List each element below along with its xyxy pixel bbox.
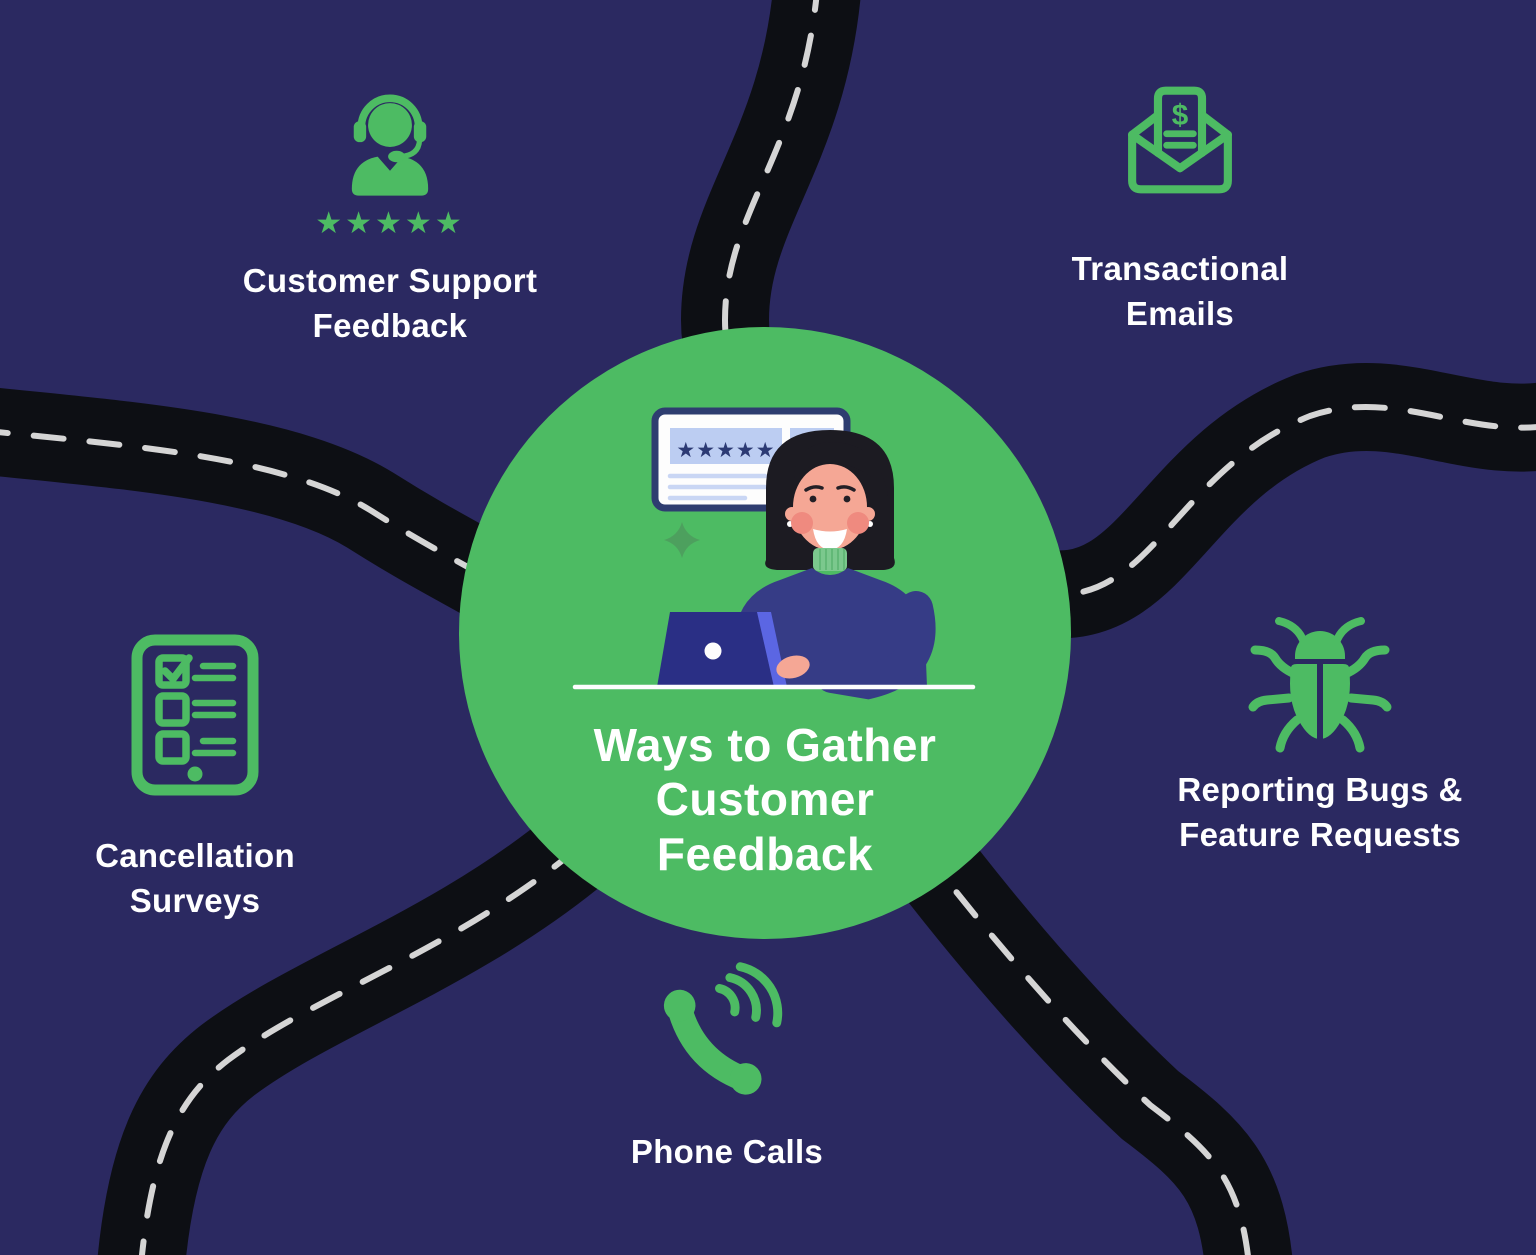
item-label: Phone Calls: [630, 1133, 824, 1170]
road-bottom-left: [97, 813, 607, 1255]
center-illustration: ★★★★★: [459, 327, 1071, 939]
phone-handset-icon: [663, 962, 783, 1095]
item-customer-support-feedback: ★★★★★ Customer Support Feedback: [230, 88, 550, 349]
item-phone-calls: Phone Calls: [577, 960, 877, 1175]
support-agent-headset-icon: [351, 94, 429, 196]
bug-icon: [1248, 617, 1392, 753]
rating-stars: ★★★★★: [315, 206, 465, 241]
item-label: Transactional Emails: [1071, 250, 1289, 332]
sound-waves: [715, 962, 783, 1028]
item-label: Customer Support Feedback: [242, 262, 538, 344]
road-right: [1016, 363, 1536, 639]
dollar-sign: $: [1172, 99, 1189, 132]
review-stars: ★★★★★: [676, 438, 775, 462]
road-left: [0, 388, 553, 641]
item-label: Cancellation Surveys: [95, 837, 295, 919]
hand: [776, 655, 810, 679]
woman-illustration: [733, 430, 936, 700]
survey-checklist-tablet-icon: [131, 634, 259, 796]
item-label: Reporting Bugs & Feature Requests: [1177, 771, 1463, 853]
invoice-email-icon: $: [1128, 86, 1232, 194]
laptop: [657, 612, 787, 687]
item-cancellation-surveys: Cancellation Surveys: [80, 634, 310, 924]
handset: [663, 989, 762, 1095]
sparkle-icon: [664, 522, 700, 558]
item-transactional-emails: $ Transactional Emails: [1050, 72, 1310, 337]
road-bottom-right: [887, 821, 1293, 1255]
item-reporting-bugs-feature-requests: Reporting Bugs & Feature Requests: [1175, 608, 1465, 858]
center-title: Ways to Gather Customer Feedback: [593, 719, 937, 880]
